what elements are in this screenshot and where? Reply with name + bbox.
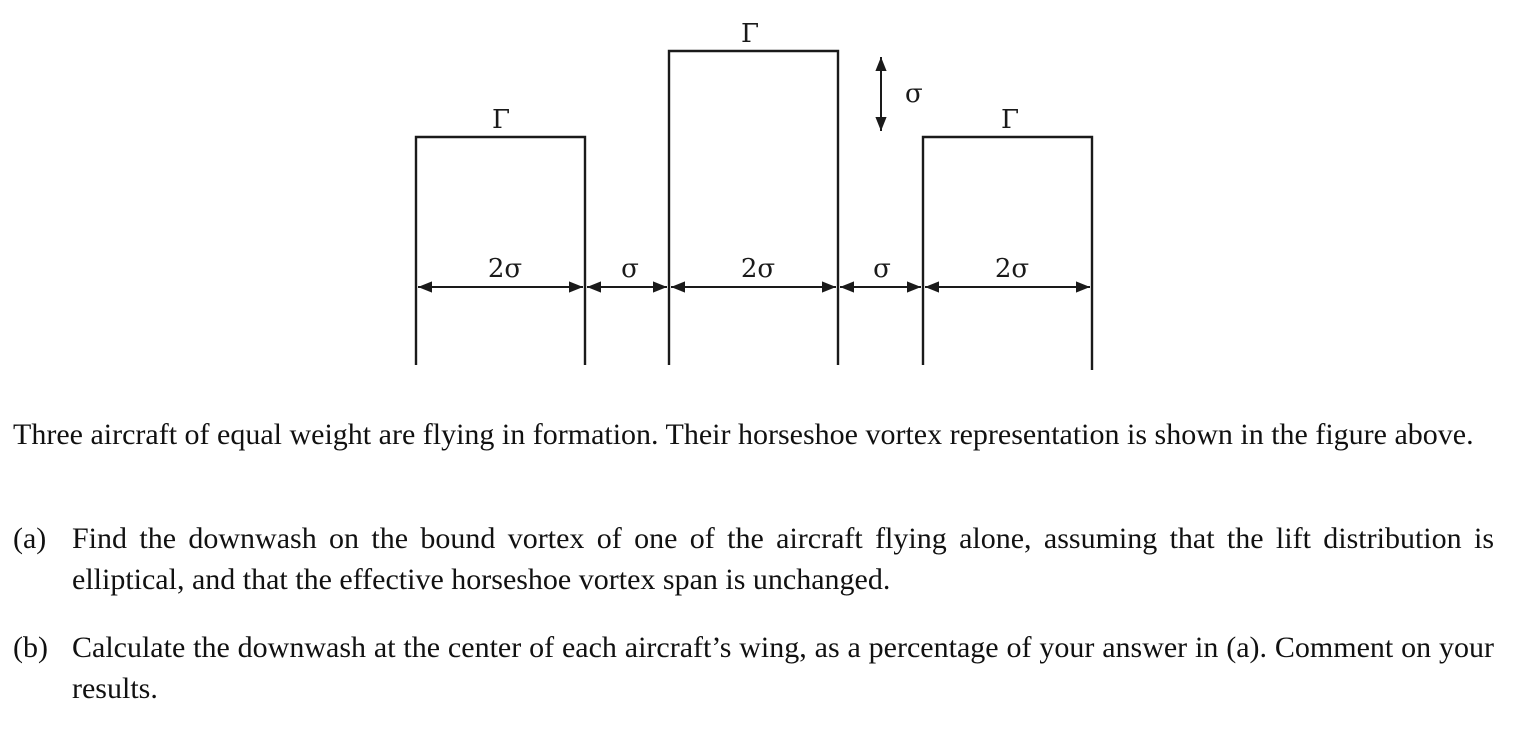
left-horseshoe-vortex: Γ (414, 105, 587, 365)
left-span-label: 2σ (488, 254, 522, 284)
center-span-label: 2σ (741, 254, 775, 284)
right-span-label: 2σ (995, 254, 1029, 284)
question-a-text: Find the downwash on the bound vortex of… (72, 522, 1494, 596)
height-offset-dimension: σ (875, 57, 923, 131)
question-b-marker: (b) (13, 631, 48, 664)
question-b-text: Calculate the downwash at the center of … (72, 631, 1494, 705)
left-gap-label: σ (621, 254, 639, 284)
question-a-marker: (a) (13, 522, 47, 555)
problem-statement: Three aircraft of equal weight are flyin… (13, 418, 1474, 451)
left-circulation-label: Γ (492, 105, 510, 135)
height-offset-label: σ (905, 79, 923, 109)
span-dimensions: 2σ σ 2σ σ 2σ (418, 254, 1090, 293)
horseshoe-vortex-figure: Γ Γ Γ σ 2σ σ 2σ σ 2σ (414, 19, 1094, 370)
right-gap-label: σ (873, 254, 891, 284)
center-circulation-label: Γ (741, 19, 759, 49)
right-horseshoe-vortex: Γ (921, 105, 1094, 370)
center-horseshoe-vortex: Γ (667, 19, 840, 365)
right-circulation-label: Γ (1001, 105, 1019, 135)
